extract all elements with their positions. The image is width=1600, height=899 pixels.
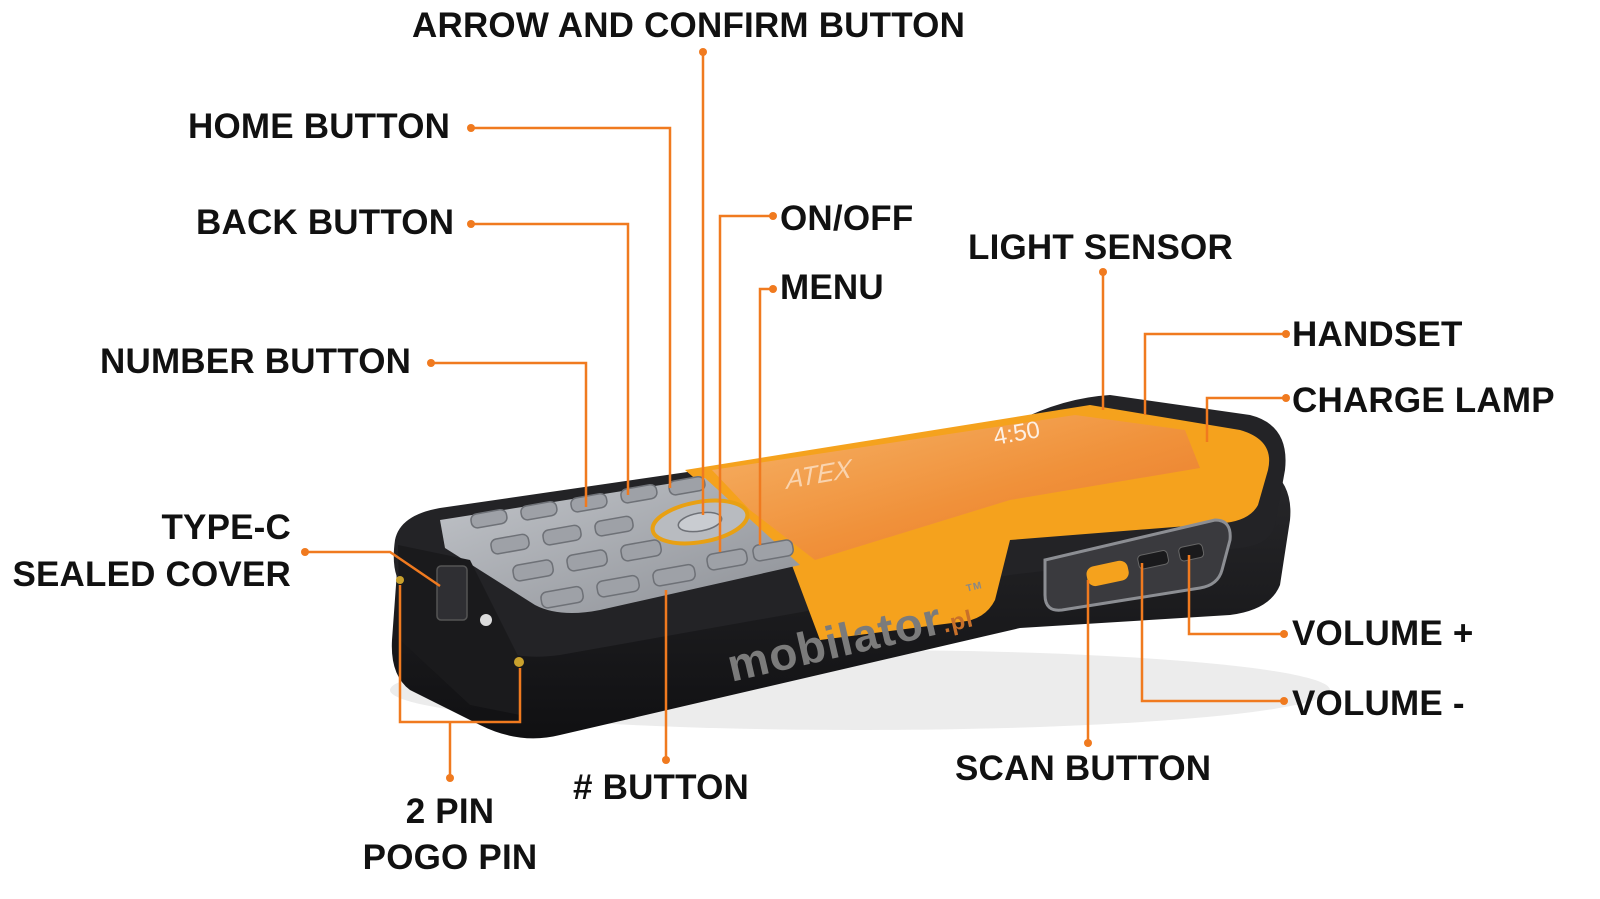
label-typec-line2: SEALED COVER [12,555,291,594]
leader-dot [427,359,435,367]
device-nav-center [677,511,723,533]
label-pogo-line1: 2 PIN [405,792,495,831]
device-front-end [398,545,520,715]
leader-dots [301,48,1290,782]
leader-dot [467,220,475,228]
label-volume-plus: VOLUME + [1292,614,1474,653]
label-on-off: ON/OFF [780,199,914,238]
label-charge-lamp: CHARGE LAMP [1292,381,1555,420]
label-typec-line1: TYPE-C [161,508,291,547]
leader-dot [1282,330,1290,338]
leader-dot [769,285,777,293]
label-menu: MENU [780,268,884,307]
device-pogo-pin-2 [514,657,524,667]
leader-dot [1084,739,1092,747]
leader-dot [1280,697,1288,705]
device-screen [712,415,1200,560]
leader-lines [305,52,1286,778]
device-scan-key [1086,560,1129,587]
label-arrow-confirm: ARROW AND CONFIRM BUTTON [412,6,966,45]
watermark-tld: .pl [939,605,977,639]
leader-dot [769,212,777,220]
leader-dot [467,124,475,132]
label-volume-minus: VOLUME - [1292,684,1465,723]
label-hash-button: # BUTTON [573,768,749,807]
leader-dot [1280,630,1288,638]
leader-dot [301,548,309,556]
leader-dot [699,48,707,56]
keypad-keys [470,475,794,609]
device-pogo-pin-1 [396,576,404,584]
device-typec-cover [436,565,468,621]
label-pogo-line2: POGO PIN [362,838,538,877]
leader-dot [446,774,454,782]
device-volume-minus-key [1137,550,1170,570]
device-front-hole [480,614,492,626]
device-volume-plus-key [1178,543,1205,562]
leader-dot [662,756,670,764]
watermark-tm: TM [965,580,984,595]
leader-dot [1099,268,1107,276]
label-light-sensor: LIGHT SENSOR [968,228,1233,267]
label-home-button: HOME BUTTON [188,107,451,146]
label-handset: HANDSET [1292,315,1463,354]
label-back-button: BACK BUTTON [196,203,455,242]
label-number-button: NUMBER BUTTON [100,342,412,381]
device-side-panel [1043,518,1232,612]
label-scan-button: SCAN BUTTON [955,749,1212,788]
leader-dot [1282,394,1290,402]
